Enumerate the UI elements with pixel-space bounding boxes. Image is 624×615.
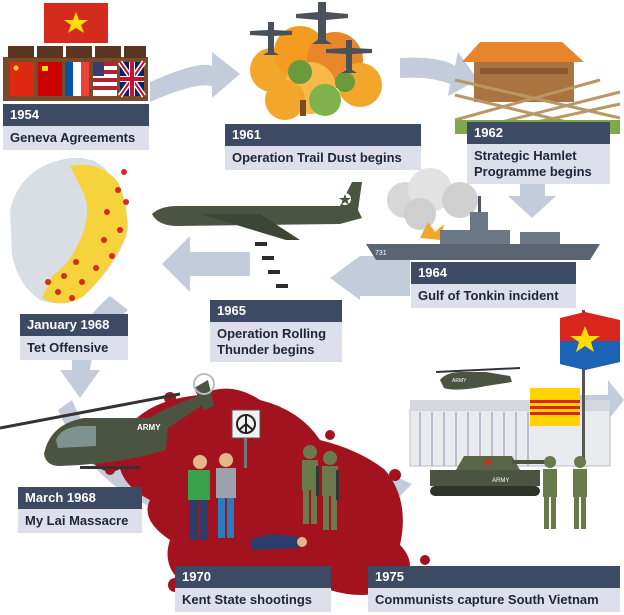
warship-smoke-icon xyxy=(387,168,478,240)
ballot-boxes-icon xyxy=(3,46,148,101)
vietnam-flag-icon xyxy=(44,3,108,43)
event-year: 1961 xyxy=(225,124,421,146)
event-label-1964: 1964 Gulf of Tonkin incident xyxy=(411,262,576,308)
event-title: Kent State shootings xyxy=(175,588,331,612)
ship-number-text: 731 xyxy=(375,250,387,257)
event-title: Strategic Hamlet Programme begins xyxy=(467,144,610,184)
event-title: Geneva Agreements xyxy=(3,126,149,150)
event-year: 1954 xyxy=(3,104,149,126)
helicopter-marking-text: ARMY xyxy=(137,423,161,432)
event-year: March 1968 xyxy=(18,487,142,509)
event-title: Operation Trail Dust begins xyxy=(225,146,421,170)
small-helicopter-marking: ARMY xyxy=(452,378,467,384)
victory-soldiers-icon xyxy=(543,456,587,529)
event-label-1962: 1962 Strategic Hamlet Programme begins xyxy=(467,122,610,184)
event-year: 1965 xyxy=(210,300,342,322)
vietnam-map-icon xyxy=(10,158,129,304)
event-label-march-1968: March 1968 My Lai Massacre xyxy=(18,487,142,533)
event-title: My Lai Massacre xyxy=(18,509,142,533)
event-year: 1962 xyxy=(467,122,610,144)
event-year: January 1968 xyxy=(20,314,128,336)
event-title: Operation Rolling Thunder begins xyxy=(210,322,342,362)
small-helicopter-icon: ARMY xyxy=(436,368,520,390)
event-label-1975: 1975 Communists capture South Vietnam xyxy=(368,566,620,612)
event-year: 1964 xyxy=(411,262,576,284)
event-title: Communists capture South Vietnam xyxy=(368,588,620,612)
event-title: Gulf of Tonkin incident xyxy=(411,284,576,308)
strategic-hamlet-icon xyxy=(455,42,620,134)
event-title: Tet Offensive xyxy=(20,336,128,360)
event-year: 1970 xyxy=(175,566,331,588)
event-label-1961: 1961 Operation Trail Dust begins xyxy=(225,124,421,170)
event-year: 1975 xyxy=(368,566,620,588)
event-label-1965: 1965 Operation Rolling Thunder begins xyxy=(210,300,342,362)
event-label-january-1968: January 1968 Tet Offensive xyxy=(20,314,128,360)
event-label-1954: 1954 Geneva Agreements xyxy=(3,104,149,150)
south-vietnam-flag-icon xyxy=(530,388,580,426)
tank-marking-text: ARMY xyxy=(492,478,509,484)
event-label-1970: 1970 Kent State shootings xyxy=(175,566,331,612)
